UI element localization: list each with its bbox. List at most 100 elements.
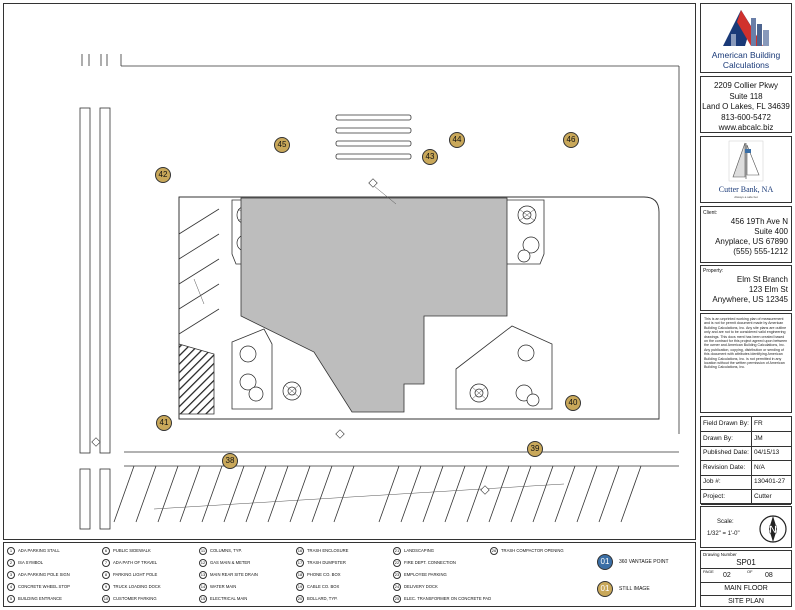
vantage-marker-38[interactable]: 38 [222, 453, 238, 469]
north-label: N [769, 524, 777, 536]
legend-label: CUSTOMER PARKING [113, 596, 157, 602]
legend-label: TRASH COMPACTOR OPENING [501, 548, 564, 554]
scale-value: 1/32" = 1'-0" [707, 531, 740, 537]
company-website: www.abcalc.biz [718, 123, 774, 132]
legend-symbol-icon: 2 [7, 559, 15, 567]
property-label: Property: [703, 268, 724, 274]
vantage-marker-43[interactable]: 43 [422, 149, 438, 165]
legend-symbol-icon: 5 [7, 595, 15, 603]
vantage-point-key-icon: 01 [597, 554, 613, 570]
client-logo-box: Cutter Bank, NA Always a safe bet [700, 136, 792, 203]
legend-label: FIRE DEPT. CONNECTION [404, 560, 456, 566]
info-key: Drawn By: [703, 434, 733, 442]
legend-label: LANDSCAPING [404, 548, 435, 554]
info-row: Project:Cutter [701, 489, 791, 505]
client-info: Client: 456 19Th Ave N Suite 400 Anyplac… [700, 206, 792, 263]
legend-symbol-icon: 21 [393, 547, 401, 555]
legend-label: PARKING LIGHT POLE [113, 572, 158, 578]
info-value: Cutter [751, 489, 772, 504]
property-info: Property: Elm St Branch 123 Elm St Anywh… [700, 265, 792, 311]
legend-label: ADA PATH OF TRAVEL [113, 560, 158, 566]
vantage-marker-39[interactable]: 39 [527, 441, 543, 457]
vantage-marker-46[interactable]: 46 [563, 132, 579, 148]
title-block: American Building Calculations 2209 Coll… [700, 3, 792, 607]
legend-symbol-icon: 8 [102, 571, 110, 579]
legend-symbol-icon: 3 [7, 571, 15, 579]
page-number: 02 [723, 572, 731, 579]
still-image-key-label: STILL IMAGE [619, 586, 650, 592]
legend-label: TRUCK LOADING DOCK [113, 584, 161, 590]
legend-symbol-icon: 25 [393, 595, 401, 603]
legend-label: ELECTRICAL MAIN [210, 596, 248, 602]
company-name-line1: American Building [711, 50, 781, 60]
client-label: Client: [703, 210, 718, 216]
legend-symbol-icon: 19 [296, 583, 304, 591]
legend-symbol-icon: 16 [296, 547, 304, 555]
building-footprint [240, 197, 508, 413]
legend-label: BUILDING ENTRANCE [18, 596, 62, 602]
legend-symbol-icon: 15 [199, 595, 207, 603]
legend-symbol-icon: 14 [199, 583, 207, 591]
legend-symbol-icon: 18 [296, 571, 304, 579]
vantage-marker-44[interactable]: 44 [449, 132, 465, 148]
still-image-key-icon: 01 [597, 581, 613, 597]
legend-symbol-icon: 24 [393, 583, 401, 591]
legend-label: WATER MAIN [210, 584, 237, 590]
legend-label: CONCRETE WHEEL STOP [18, 584, 70, 590]
site-plan-frame: 45 44 46 43 42 41 40 39 38 [3, 3, 696, 540]
info-key: Revision Date: [703, 463, 746, 471]
legend-label: EMPLOYEE PARKING [404, 572, 447, 578]
site-plan-drawing [79, 54, 680, 530]
legend-label: ISA SYMBOL [18, 560, 44, 566]
legend-label: ADA PARKING POLE SIGN [18, 572, 70, 578]
company-name-line2: Calculations [722, 60, 770, 70]
legend-symbol-icon: 6 [102, 547, 110, 555]
vantage-marker-42[interactable]: 42 [155, 167, 171, 183]
info-row: Published Date:04/15/13 [701, 446, 791, 461]
legend-symbol-icon: 20 [296, 595, 304, 603]
legend-symbol-icon: 11 [199, 547, 207, 555]
vantage-marker-41[interactable]: 41 [156, 415, 172, 431]
legend-symbol-icon: 9 [102, 583, 110, 591]
legend-symbol-icon: 22 [393, 559, 401, 567]
north-arrow-icon: N [759, 515, 787, 543]
sailboat-logo-icon [728, 140, 764, 182]
vantage-marker-45[interactable]: 45 [274, 137, 290, 153]
scale-box: Scale: 1/32" = 1'-0" N [700, 506, 792, 548]
info-row: Revision Date: N/A [701, 460, 791, 476]
info-value: N/A [751, 460, 765, 475]
legend-label: PUBLIC SIDEWALK [113, 548, 151, 554]
info-value: FR [751, 417, 763, 431]
info-key: Field Drawn By: [703, 420, 749, 427]
client-logo-tagline: Always a safe bet [734, 195, 758, 199]
legend-symbol-icon: 13 [199, 571, 207, 579]
vantage-marker-40[interactable]: 40 [565, 395, 581, 411]
client-line: Suite 400 [754, 227, 788, 236]
client-line: Anyplace, US 67890 [715, 237, 788, 246]
drawing-number-label: Drawing Number [703, 552, 737, 557]
